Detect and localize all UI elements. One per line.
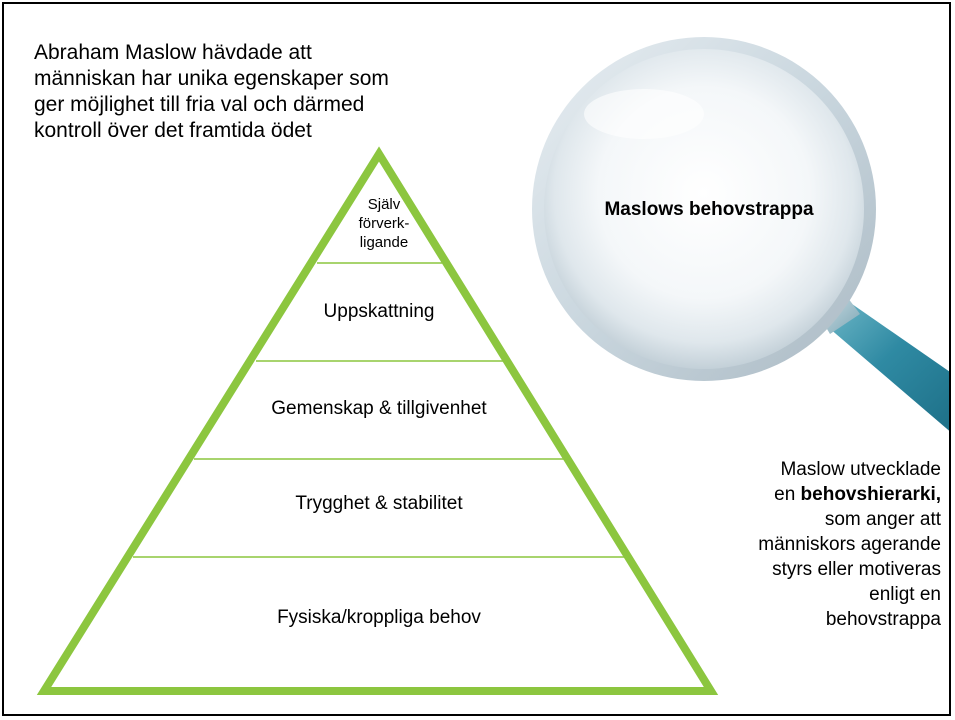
pyramid-level-esteem: Uppskattning bbox=[323, 301, 435, 322]
magnifier-title: Maslows behovstrappa bbox=[604, 199, 814, 220]
desc-line: människors agerande bbox=[758, 534, 941, 555]
desc-line: en behovshierarki, bbox=[681, 482, 941, 507]
desc-line: enligt en bbox=[869, 584, 941, 605]
level-label-line: förverk- bbox=[358, 215, 410, 232]
slide-graphics bbox=[36, 37, 949, 695]
intro-line: Abraham Maslow hävdade att bbox=[34, 41, 312, 64]
desc-line: Maslow utvecklade bbox=[780, 459, 941, 480]
desc-line: som anger att bbox=[824, 509, 941, 530]
magnifier-lens bbox=[532, 37, 876, 381]
pyramid-level-self-actualization: Själv förverk- ligande bbox=[354, 195, 414, 252]
pyramid bbox=[36, 146, 719, 695]
intro-line: kontroll över det framtida ödet bbox=[34, 119, 312, 142]
desc-prefix: en bbox=[774, 484, 801, 505]
level-label-line: ligande bbox=[359, 234, 409, 251]
desc-bold-term: behovshierarki, bbox=[800, 484, 941, 505]
pyramid-level-belonging: Gemenskap & tillgivenhet bbox=[271, 398, 487, 419]
desc-line: behovstrappa bbox=[825, 609, 941, 630]
description-text: Maslow utvecklade en behovshierarki, som… bbox=[681, 457, 941, 632]
intro-text: Abraham Maslow hävdade att människan har… bbox=[34, 40, 464, 144]
level-label-line: Själv bbox=[367, 196, 401, 213]
pyramid-level-physiological: Fysiska/kroppliga behov bbox=[277, 607, 481, 628]
pyramid-level-safety: Trygghet & stabilitet bbox=[295, 493, 463, 514]
desc-line: styrs eller motiveras bbox=[772, 559, 941, 580]
intro-line: ger möjlighet till fria val och därmed bbox=[34, 93, 365, 116]
intro-line: människan har unika egenskaper som bbox=[34, 67, 389, 90]
